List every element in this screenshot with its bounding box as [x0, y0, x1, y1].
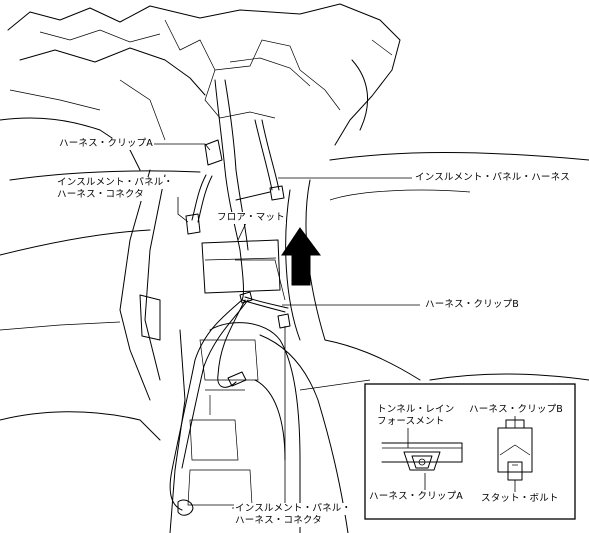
inset-label-tunnel-1: トンネル・レイン: [376, 404, 456, 416]
label-panel-connector-upper-2: ハーネス・コネクタ: [56, 189, 145, 201]
inset-label-clip-a: ハーネス・クリップA: [368, 491, 464, 503]
label-panel-connector-lower-1: インスルメント・パネル・: [234, 503, 353, 515]
label-harness-clip-a: ハーネス・クリップA: [58, 138, 154, 150]
label-panel-connector-upper-1: インスルメント・パネル・: [56, 177, 175, 189]
instrument-panel-harness: [169, 79, 291, 516]
label-panel-connector-lower-2: ハーネス・コネクタ: [234, 515, 323, 527]
center-console-outline: [0, 152, 589, 533]
dashboard-outline: [0, 3, 401, 171]
forward-arrow: [281, 227, 321, 286]
floor-mat: [201, 239, 281, 294]
inset-label-tunnel-2: フォースメント: [376, 416, 446, 428]
label-panel-harness: インスルメント・パネル・ハーネス: [414, 172, 572, 184]
inset-label-clip-b: ハーネス・クリップB: [468, 404, 565, 416]
inset-label-stud-bolt: スタット・ボルト: [480, 493, 560, 505]
label-harness-clip-b: ハーネス・クリップB: [424, 299, 521, 311]
label-floor-mat: フロア・マット: [216, 212, 286, 224]
